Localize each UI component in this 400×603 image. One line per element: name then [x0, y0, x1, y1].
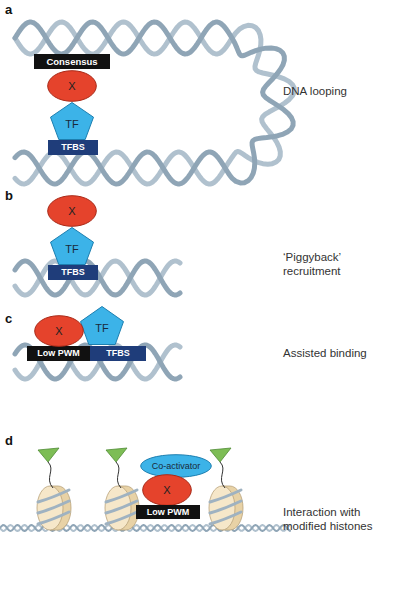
- panel-letter: c: [5, 312, 25, 326]
- wrapped-dna: [38, 512, 69, 524]
- dna-helix: [15, 345, 180, 379]
- ellipse-outline: [141, 455, 212, 478]
- node-label: TFBS: [106, 349, 130, 358]
- wrapped-dna: [210, 512, 241, 524]
- dna-strand: [15, 22, 293, 184]
- node-label: TF: [95, 323, 108, 334]
- wrapped-dna: [210, 490, 241, 502]
- pentagon-outline: [51, 228, 94, 265]
- factor-x: X: [47, 70, 97, 102]
- weak-site: Low PWM: [136, 505, 200, 519]
- histone-tail: [116, 462, 121, 488]
- binding-site: TFBS: [48, 140, 98, 155]
- ellipse-outline: [143, 475, 192, 506]
- factor-x: X: [34, 315, 84, 347]
- weak-site: Low PWM: [27, 346, 90, 361]
- transcription-factor: TF: [50, 227, 94, 265]
- node-label: TF: [65, 119, 78, 130]
- panel-letter: b: [5, 189, 25, 203]
- dna-loop: [15, 22, 294, 184]
- transcription-factor: TF: [80, 306, 124, 345]
- consensus-site: Consensus: [34, 54, 110, 69]
- wrapped-dna: [38, 501, 69, 513]
- wrapped-dna: [210, 501, 241, 513]
- ellipse-outline: [35, 316, 84, 347]
- dna-strand: [15, 261, 180, 295]
- nucleosome: [209, 448, 243, 530]
- histone-mark: [210, 448, 231, 462]
- node-label: X: [68, 206, 75, 217]
- mechanism-label: Interaction with modified histones: [283, 505, 383, 533]
- node-label: Co-activator: [152, 462, 201, 471]
- wrapped-dna: [38, 490, 69, 502]
- node-label: TFBS: [61, 143, 85, 152]
- histone-mark: [38, 448, 59, 462]
- node-label: Low PWM: [147, 508, 190, 517]
- wrapped-dna: [106, 490, 137, 502]
- panel-letter: d: [5, 434, 25, 448]
- dna-strand: [15, 22, 294, 184]
- histone-tail: [48, 462, 53, 488]
- histone-mark: [106, 448, 127, 462]
- mechanism-label: ‘Piggyback’ recruitment: [283, 250, 363, 278]
- panel-letter: a: [5, 3, 25, 17]
- nucleosome: [105, 448, 139, 530]
- binding-site: TFBS: [90, 346, 146, 361]
- node-label: Consensus: [46, 57, 97, 67]
- node-label: X: [68, 81, 75, 92]
- mechanism-label: DNA looping: [283, 84, 393, 98]
- ellipse-outline: [48, 196, 97, 227]
- nucleosome: [37, 448, 71, 530]
- node-label: TF: [65, 244, 78, 255]
- node-label: X: [55, 326, 62, 337]
- co-activator: Co-activator: [140, 454, 212, 478]
- wrapped-dna: [106, 512, 137, 524]
- transcription-factor: TF: [50, 102, 94, 140]
- node-label: Low PWM: [37, 349, 80, 358]
- dna-helix: [15, 261, 180, 295]
- wrapped-dna: [106, 501, 137, 513]
- node-label: TFBS: [61, 268, 85, 277]
- factor-x: X: [47, 195, 97, 227]
- dna-strand: [15, 345, 180, 379]
- nucleosomes: [37, 448, 243, 530]
- factor-x: X: [142, 474, 192, 506]
- binding-site: TFBS: [48, 265, 98, 280]
- pentagon-outline: [51, 103, 94, 140]
- ellipse-outline: [48, 71, 97, 102]
- dna-strand: [15, 345, 180, 379]
- node-label: X: [163, 485, 170, 496]
- histone-tail: [220, 462, 225, 488]
- dna-strand: [15, 261, 180, 295]
- pentagon-outline: [81, 307, 124, 345]
- mechanism-label: Assisted binding: [283, 346, 393, 360]
